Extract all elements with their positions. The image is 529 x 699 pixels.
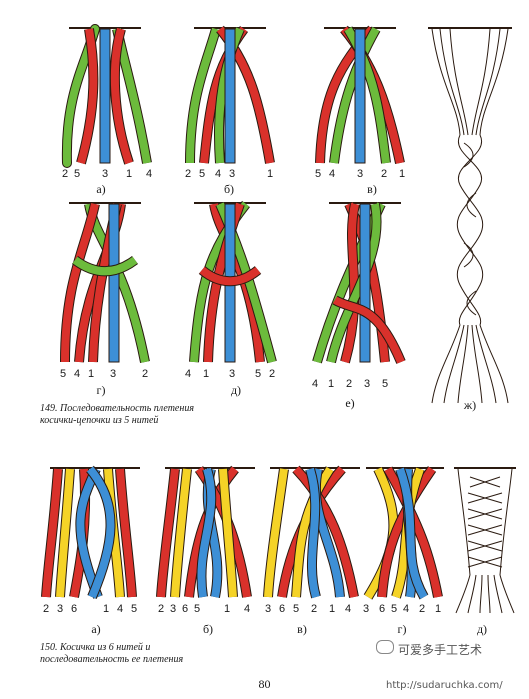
fig150-panel-a-label: а) <box>91 622 101 636</box>
fig149-panel-g-drawing <box>55 200 155 365</box>
fig149-panel-b-drawing <box>180 25 280 165</box>
fig150-panel-g-drawing <box>360 465 450 600</box>
page-number: 80 <box>258 677 271 691</box>
fig149-panel-a-label: а) <box>96 182 106 196</box>
fig149-panel-zh-drawing <box>420 25 520 405</box>
fig150-panel-d-label: д) <box>476 622 488 636</box>
chat-bubble-icon <box>376 640 394 654</box>
fig149-panel-e-drawing <box>305 200 415 365</box>
fig150-panel-g-label: г) <box>397 622 407 636</box>
fig150-caption: 150. Косичка из 6 нитей и последовательн… <box>40 642 184 665</box>
fig150-panel-a-drawing <box>40 465 150 600</box>
fig150-panel-v-label: в) <box>297 622 307 636</box>
fig149-panel-a-drawing <box>55 24 155 168</box>
fig150-panel-b-label: б) <box>202 622 214 636</box>
watermark-url: http://sudaruchka.com/ <box>386 680 503 691</box>
fig149-panel-e-label: е) <box>345 396 355 410</box>
fig149-panel-d-drawing <box>180 200 280 365</box>
fig149-caption: 149. Последовательность плетения косички… <box>40 403 194 426</box>
fig150-panel-d-drawing <box>450 465 520 615</box>
fig149-panel-zh-label: ж) <box>463 398 477 412</box>
watermark-title: 可爱多手工艺术 <box>398 643 483 657</box>
fig150-panel-b-drawing <box>155 465 265 600</box>
fig150-panel-v-drawing <box>260 465 370 600</box>
fig149-panel-g-label: г) <box>96 383 106 397</box>
fig149-panel-d-label: д) <box>230 383 242 397</box>
fig149-panel-b-label: б) <box>223 182 235 196</box>
fig149-panel-v-label: в) <box>367 182 377 196</box>
fig149-panel-v-drawing <box>310 25 410 165</box>
